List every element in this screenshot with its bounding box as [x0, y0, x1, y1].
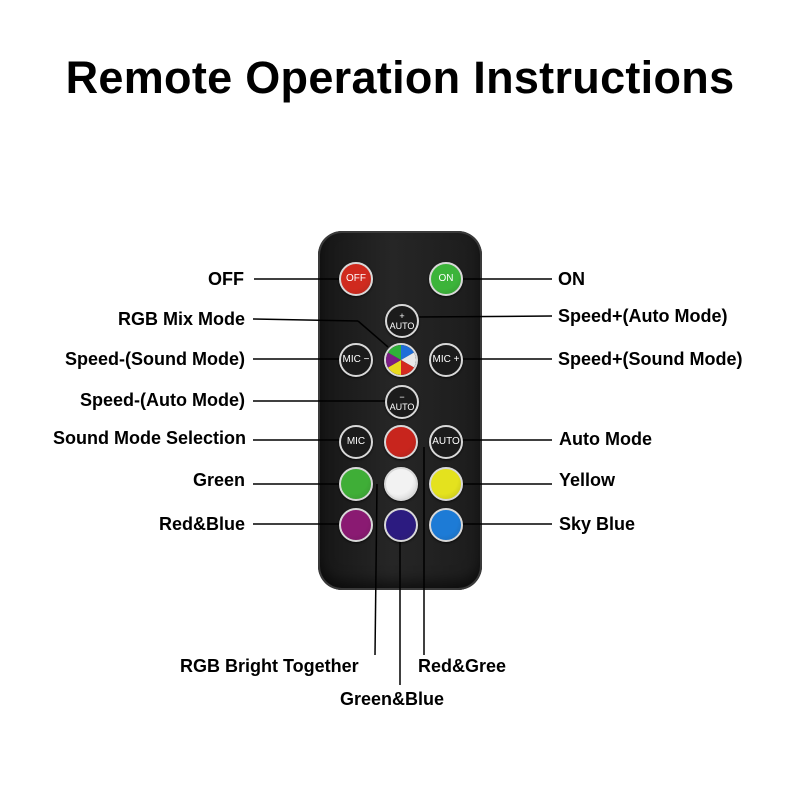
- sky-blue-button[interactable]: [429, 508, 463, 542]
- label-speed-minus-auto: Speed-(Auto Mode): [80, 390, 245, 410]
- yellow-button[interactable]: [429, 467, 463, 501]
- auto-button[interactable]: AUTO: [429, 425, 463, 459]
- line-rgb-bright: [374, 483, 378, 656]
- auto-button-label: AUTO: [432, 436, 460, 447]
- page-title: Remote Operation Instructions: [65, 52, 735, 103]
- red-button[interactable]: [384, 425, 418, 459]
- rgb-mix-button[interactable]: [384, 343, 418, 377]
- on-button[interactable]: ON: [429, 262, 463, 296]
- label-red-gree: Red&Gree: [418, 656, 507, 676]
- label-speed-minus-sound: Speed-(Sound Mode): [65, 349, 245, 369]
- magenta-button[interactable]: [339, 508, 373, 542]
- label-sound-mode-selection: Sound Mode Selection: [52, 428, 246, 448]
- line-speed-plus-auto: [416, 315, 553, 318]
- label-rgb-bright-together: RGB Bright Together: [180, 656, 359, 676]
- label-on: ON: [558, 269, 585, 289]
- speed-plus-sign: +: [399, 311, 405, 321]
- white-button[interactable]: [384, 467, 418, 501]
- label-auto-mode: Auto Mode: [559, 429, 652, 449]
- speed-plus-auto-label: AUTO: [389, 321, 415, 331]
- off-button[interactable]: OFF: [339, 262, 373, 296]
- indigo-button[interactable]: [384, 508, 418, 542]
- line-rgb-mix-diag: [357, 320, 389, 348]
- line-rgb-mix: [252, 318, 359, 322]
- mic-minus-button[interactable]: MIC −: [339, 343, 373, 377]
- label-green: Green: [192, 470, 245, 490]
- rgb-color-wheel-icon: [386, 345, 416, 375]
- off-button-label: OFF: [346, 273, 366, 284]
- on-button-label: ON: [438, 273, 454, 284]
- mic-plus-label: MIC +: [432, 354, 460, 365]
- label-red-blue: Red&Blue: [158, 514, 245, 534]
- label-yellow: Yellow: [559, 470, 616, 490]
- speed-plus-auto-button[interactable]: + AUTO: [385, 304, 419, 338]
- label-green-blue: Green&Blue: [340, 689, 445, 709]
- label-rgb-mix-mode: RGB Mix Mode: [117, 309, 245, 329]
- green-button[interactable]: [339, 467, 373, 501]
- mic-button-label: MIC: [346, 436, 366, 447]
- speed-minus-sign: −: [399, 392, 405, 402]
- label-off: OFF: [208, 269, 244, 289]
- mic-plus-button[interactable]: MIC +: [429, 343, 463, 377]
- mic-minus-label: MIC −: [342, 354, 370, 365]
- mic-button[interactable]: MIC: [339, 425, 373, 459]
- label-sky-blue: Sky Blue: [559, 514, 636, 534]
- speed-minus-auto-label: AUTO: [389, 402, 415, 412]
- label-speed-plus-auto: Speed+(Auto Mode): [558, 306, 728, 326]
- label-speed-plus-sound: Speed+(Sound Mode): [558, 349, 743, 369]
- speed-minus-auto-button[interactable]: − AUTO: [385, 385, 419, 419]
